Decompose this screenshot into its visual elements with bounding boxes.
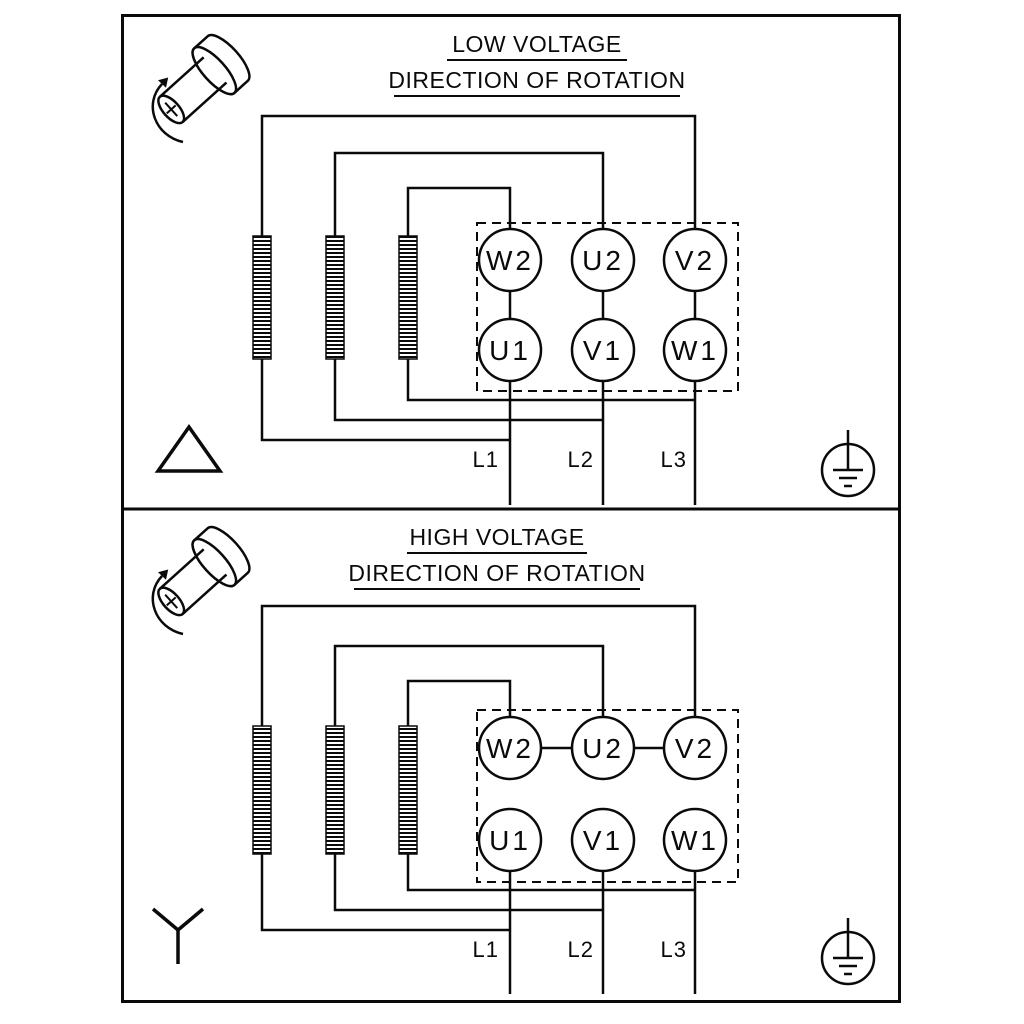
low-voltage-subtitle: DIRECTION OF ROTATION xyxy=(388,67,685,93)
high-voltage-wires xyxy=(260,604,697,994)
wire-coil1-to-v2 xyxy=(260,604,697,726)
supply-l2-label: L2 xyxy=(568,937,594,962)
winding-coil-3 xyxy=(398,725,418,855)
high-voltage-title: HIGH VOLTAGE xyxy=(409,524,584,550)
supply-l1-label: L1 xyxy=(473,447,499,472)
winding-coil-3 xyxy=(398,235,418,360)
high-voltage-supply-labels: L1 L2 L3 xyxy=(473,937,687,962)
terminal-v1-label: V1 xyxy=(583,335,623,366)
delta-terminal-links xyxy=(508,291,697,319)
supply-l3-label: L3 xyxy=(661,447,687,472)
wire-coil2-to-u2 xyxy=(333,151,605,236)
delta-symbol xyxy=(154,423,224,473)
low-voltage-coils xyxy=(252,235,418,360)
wire-coil1-to-v2 xyxy=(260,114,697,236)
terminal-v2 xyxy=(662,715,728,781)
wire-coil3-to-w2 xyxy=(406,679,512,726)
low-voltage-terminals: W2 U2 V2 U1 V1 W1 xyxy=(477,227,728,383)
high-voltage-coils xyxy=(252,725,418,855)
terminal-u1-label: U1 xyxy=(489,335,531,366)
terminal-v2 xyxy=(662,227,728,293)
terminal-w1 xyxy=(662,807,728,873)
high-voltage-subtitle: DIRECTION OF ROTATION xyxy=(348,560,645,586)
terminal-w1 xyxy=(662,317,728,383)
coil-return-wires xyxy=(260,359,695,442)
terminal-u1 xyxy=(477,317,543,383)
terminal-u2-label: U2 xyxy=(582,245,624,276)
winding-coil-1 xyxy=(252,235,272,360)
terminal-v1 xyxy=(570,807,636,873)
wire-coil2-to-u2 xyxy=(333,644,605,726)
wire-coil3-to-w2 xyxy=(406,186,512,236)
terminal-board-outline xyxy=(476,709,739,883)
terminal-v1-label: V1 xyxy=(583,825,623,856)
terminal-u1-label: U1 xyxy=(489,825,531,856)
terminal-u1 xyxy=(477,807,543,873)
winding-coil-1 xyxy=(252,725,272,855)
supply-l1-label: L1 xyxy=(473,937,499,962)
supply-l3-label: L3 xyxy=(661,937,687,962)
terminal-w2 xyxy=(477,715,543,781)
terminal-v1 xyxy=(570,317,636,383)
terminal-w2-label: W2 xyxy=(486,733,534,764)
terminal-v2-label: V2 xyxy=(675,733,715,764)
terminal-u2-label: U2 xyxy=(582,733,624,764)
terminal-w2 xyxy=(477,227,543,293)
panel-low-voltage: LOW VOLTAGE DIRECTION OF ROTATION xyxy=(143,27,876,505)
winding-coil-2 xyxy=(325,235,345,360)
panel-high-voltage: HIGH VOLTAGE DIRECTION OF ROTATION xyxy=(143,519,876,994)
supply-line-wires xyxy=(508,871,697,994)
terminal-u2 xyxy=(570,227,636,293)
wye-symbol xyxy=(151,907,205,964)
high-voltage-terminals: W2 U2 V2 U1 V1 W1 xyxy=(477,715,728,873)
terminal-w1-label: W1 xyxy=(671,335,719,366)
terminal-v2-label: V2 xyxy=(675,245,715,276)
terminal-w1-label: W1 xyxy=(671,825,719,856)
winding-coil-2 xyxy=(325,725,345,855)
terminal-u2 xyxy=(570,715,636,781)
coil-return-wires xyxy=(260,854,695,932)
supply-line-wires xyxy=(508,381,697,505)
supply-l2-label: L2 xyxy=(568,447,594,472)
terminal-w2-label: W2 xyxy=(486,245,534,276)
terminal-board-outline xyxy=(476,222,739,392)
low-voltage-title: LOW VOLTAGE xyxy=(452,31,622,57)
low-voltage-wires xyxy=(260,114,697,505)
low-voltage-supply-labels: L1 L2 L3 xyxy=(473,447,687,472)
